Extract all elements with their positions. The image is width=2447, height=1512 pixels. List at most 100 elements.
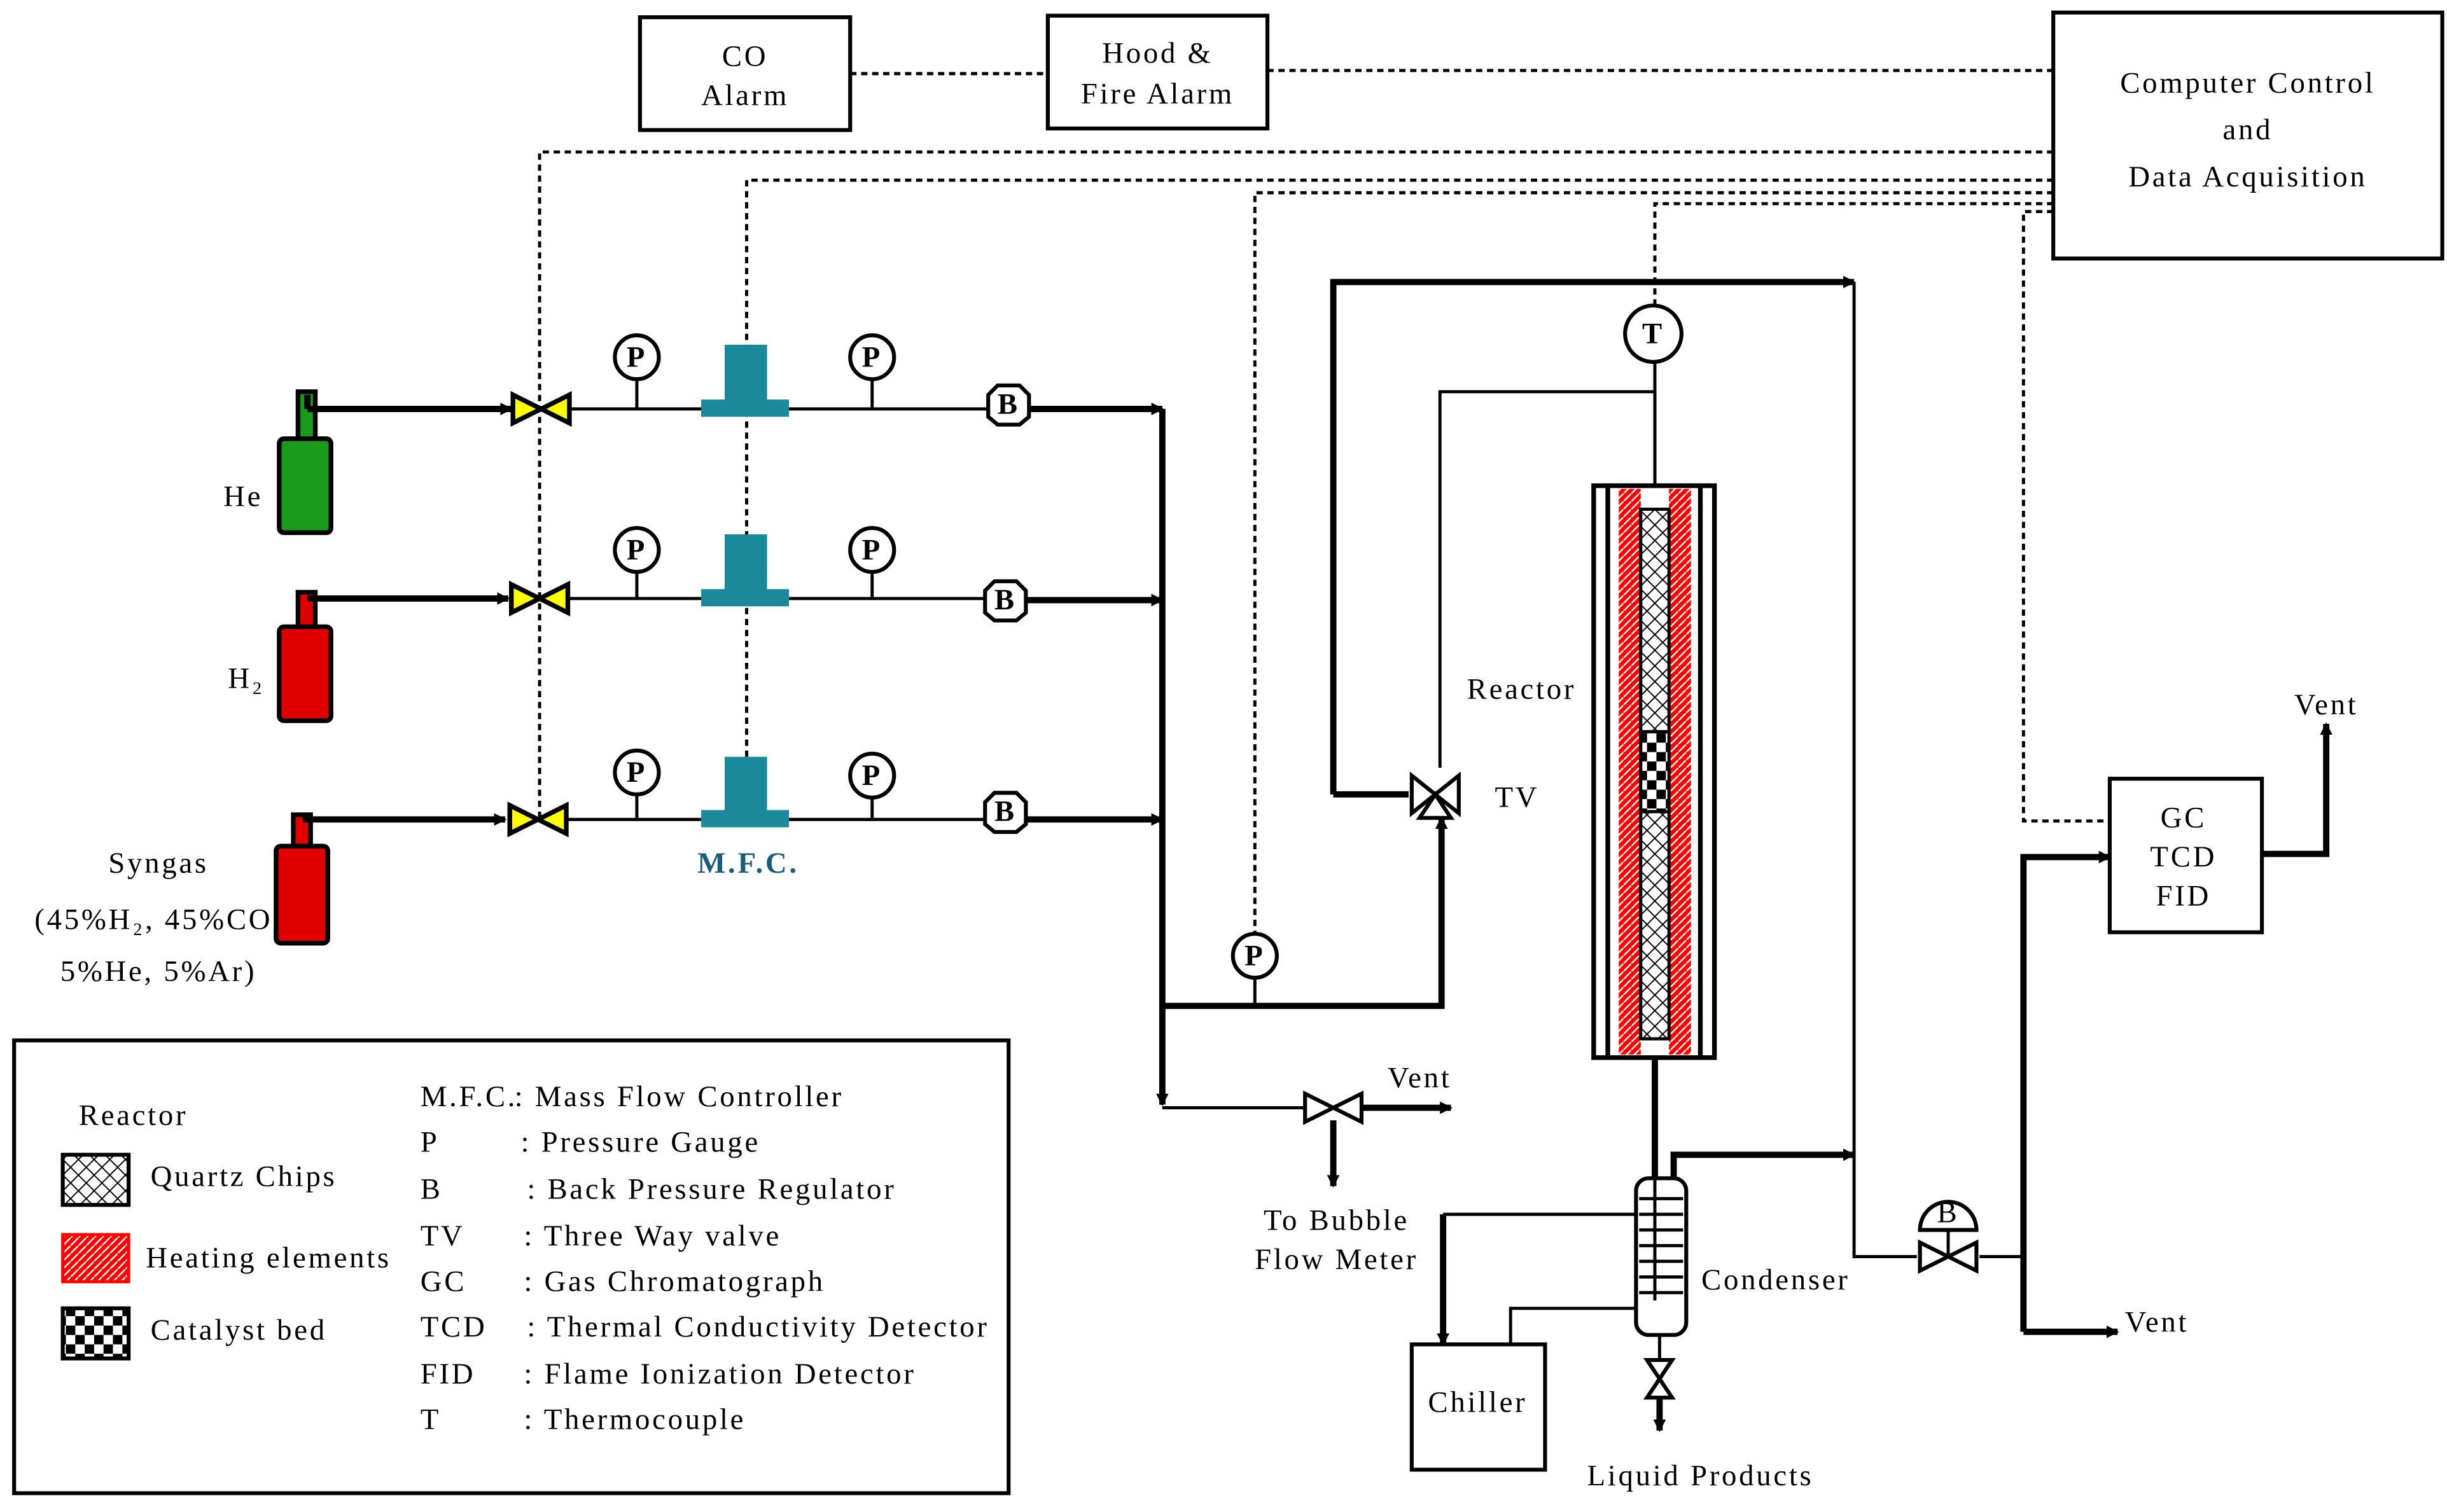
vent-label: Vent <box>2294 688 2359 721</box>
tv-label: TV <box>1495 781 1540 814</box>
pressure-gauge-icon: P <box>848 333 896 382</box>
syngas-label: Syngas <box>108 847 209 880</box>
back-pressure-regulator-icon: B <box>983 579 1028 623</box>
legend-abbr: T <box>421 1403 441 1436</box>
pressure-gauge-icon: P <box>613 333 661 382</box>
gc-box: GC TCD FID <box>2107 777 2264 934</box>
chiller-label: Chiller <box>1428 1385 1527 1418</box>
computer-label: Computer Control <box>2120 66 2375 99</box>
svg-text:B: B <box>998 387 1020 420</box>
pressure-gauge-icon: P <box>848 526 896 574</box>
heating-element <box>1669 489 1691 1055</box>
legend-item: Catalyst bed <box>151 1314 327 1347</box>
h2-cylinder: H₂ <box>228 590 333 723</box>
syngas-composition: 5%He, 5%Ar) <box>60 955 257 988</box>
thermocouple-icon: T <box>1623 303 1684 364</box>
legend-def: : Thermal Conductivity Detector <box>527 1310 989 1343</box>
legend-def: : Back Pressure Regulator <box>527 1172 896 1205</box>
legend-item: Heating elements <box>146 1242 391 1275</box>
reactor <box>1591 483 1717 1060</box>
co-alarm-box: CO Alarm <box>638 15 853 132</box>
legend-abbr: M.F.C. <box>421 1080 517 1113</box>
legend-item: Quartz Chips <box>151 1160 337 1193</box>
quartz-chips-swatch <box>60 1153 131 1207</box>
mass-flow-controller-icon <box>701 756 790 828</box>
legend-abbr: B <box>421 1172 443 1205</box>
hood-fire-alarm-box: Hood & Fire Alarm <box>1045 13 1270 131</box>
svg-text:P: P <box>627 340 647 373</box>
liquid-products-label: Liquid Products <box>1587 1459 1813 1492</box>
mfc-label: M.F.C. <box>697 847 799 880</box>
legend-def: : Gas Chromatograph <box>524 1265 825 1298</box>
co-alarm-label: CO <box>722 39 768 73</box>
bubble-flow-label: Flow Meter <box>1255 1243 1418 1276</box>
svg-text:T: T <box>1642 317 1664 350</box>
fid-label: FID <box>2156 880 2212 913</box>
drain-valve-icon <box>1643 1357 1676 1400</box>
three-way-valve-icon <box>1409 771 1461 820</box>
co-alarm-label: Alarm <box>701 79 789 112</box>
legend-def: : Three Way valve <box>524 1219 781 1252</box>
he-cylinder: He <box>223 389 333 536</box>
hood-alarm-label: Hood & <box>1102 37 1213 70</box>
computer-label: Data Acquisition <box>2128 160 2367 193</box>
legend: Reactor Quartz Chips Heating elements Ca… <box>12 1038 1011 1495</box>
outlet-lines <box>1852 282 2333 1338</box>
svg-text:P: P <box>862 340 882 373</box>
legend-def: : Thermocouple <box>524 1403 746 1436</box>
svg-text:P: P <box>627 533 647 566</box>
pressure-gauge-icon: P <box>848 751 896 800</box>
legend-def: : Pressure Gauge <box>521 1125 761 1158</box>
vent-label: Vent <box>2125 1306 2189 1339</box>
quartz-chips <box>1639 810 1671 1041</box>
legend-def: : Flame Ionization Detector <box>524 1357 916 1391</box>
pressure-gauge-icon: P <box>613 526 661 574</box>
mass-flow-controller-icon <box>701 534 790 607</box>
pressure-gauge-icon: P <box>613 748 661 796</box>
h2-label: H₂ <box>228 662 265 695</box>
svg-text:P: P <box>627 756 647 789</box>
pressure-gauge-icon: P <box>1230 931 1279 980</box>
legend-abbr: P <box>421 1125 440 1158</box>
syngas-composition: (45%H₂, 45%CO, <box>34 903 282 936</box>
svg-text:B: B <box>1937 1196 1960 1229</box>
heating-element <box>1619 489 1641 1055</box>
hood-alarm-label: Fire Alarm <box>1081 78 1234 111</box>
bubble-flow-label: To Bubble <box>1264 1204 1409 1237</box>
vent-label: Vent <box>1388 1061 1452 1094</box>
svg-text:B: B <box>994 795 1017 828</box>
legend-abbr: TV <box>421 1219 465 1252</box>
quartz-chips <box>1639 508 1671 733</box>
shutoff-valve-icon <box>513 395 569 423</box>
computer-label: and <box>2223 113 2273 146</box>
gc-label: GC <box>2161 801 2206 835</box>
signal-lines <box>538 69 2110 934</box>
condenser <box>1437 1057 1856 1432</box>
legend-abbr: FID <box>421 1357 476 1391</box>
legend-def: : Mass Flow Controller <box>515 1080 844 1113</box>
computer-control-box: Computer Control and Data Acquisition <box>2051 10 2444 261</box>
back-pressure-regulator-icon: B <box>986 383 1031 427</box>
condenser-label: Condenser <box>1701 1263 1850 1296</box>
syngas-cylinder: Syngas (45%H₂, 45%CO, 5%He, 5%Ar) <box>34 812 330 988</box>
svg-text:P: P <box>862 533 882 566</box>
he-label: He <box>223 480 263 513</box>
shutoff-valve-icon <box>510 805 566 833</box>
heating-elements-swatch <box>61 1233 130 1284</box>
vent-valve-icon <box>1305 1093 1362 1121</box>
mass-flow-controller-icon <box>701 344 790 417</box>
legend-title: Reactor <box>79 1099 188 1132</box>
chiller-box: Chiller <box>1409 1342 1547 1472</box>
legend-abbr: TCD <box>421 1310 487 1343</box>
back-pressure-valve-icon: B <box>1918 1196 1979 1270</box>
back-pressure-regulator-icon: B <box>983 791 1028 835</box>
catalyst-bed <box>1639 730 1671 814</box>
reactor-label: Reactor <box>1467 673 1577 706</box>
svg-text:B: B <box>994 583 1017 616</box>
legend-abbr: GC <box>421 1265 466 1298</box>
svg-text:P: P <box>1244 939 1265 972</box>
catalyst-bed-swatch <box>60 1306 131 1361</box>
tcd-label: TCD <box>2150 840 2217 873</box>
manifold-lines <box>1155 275 1856 1188</box>
